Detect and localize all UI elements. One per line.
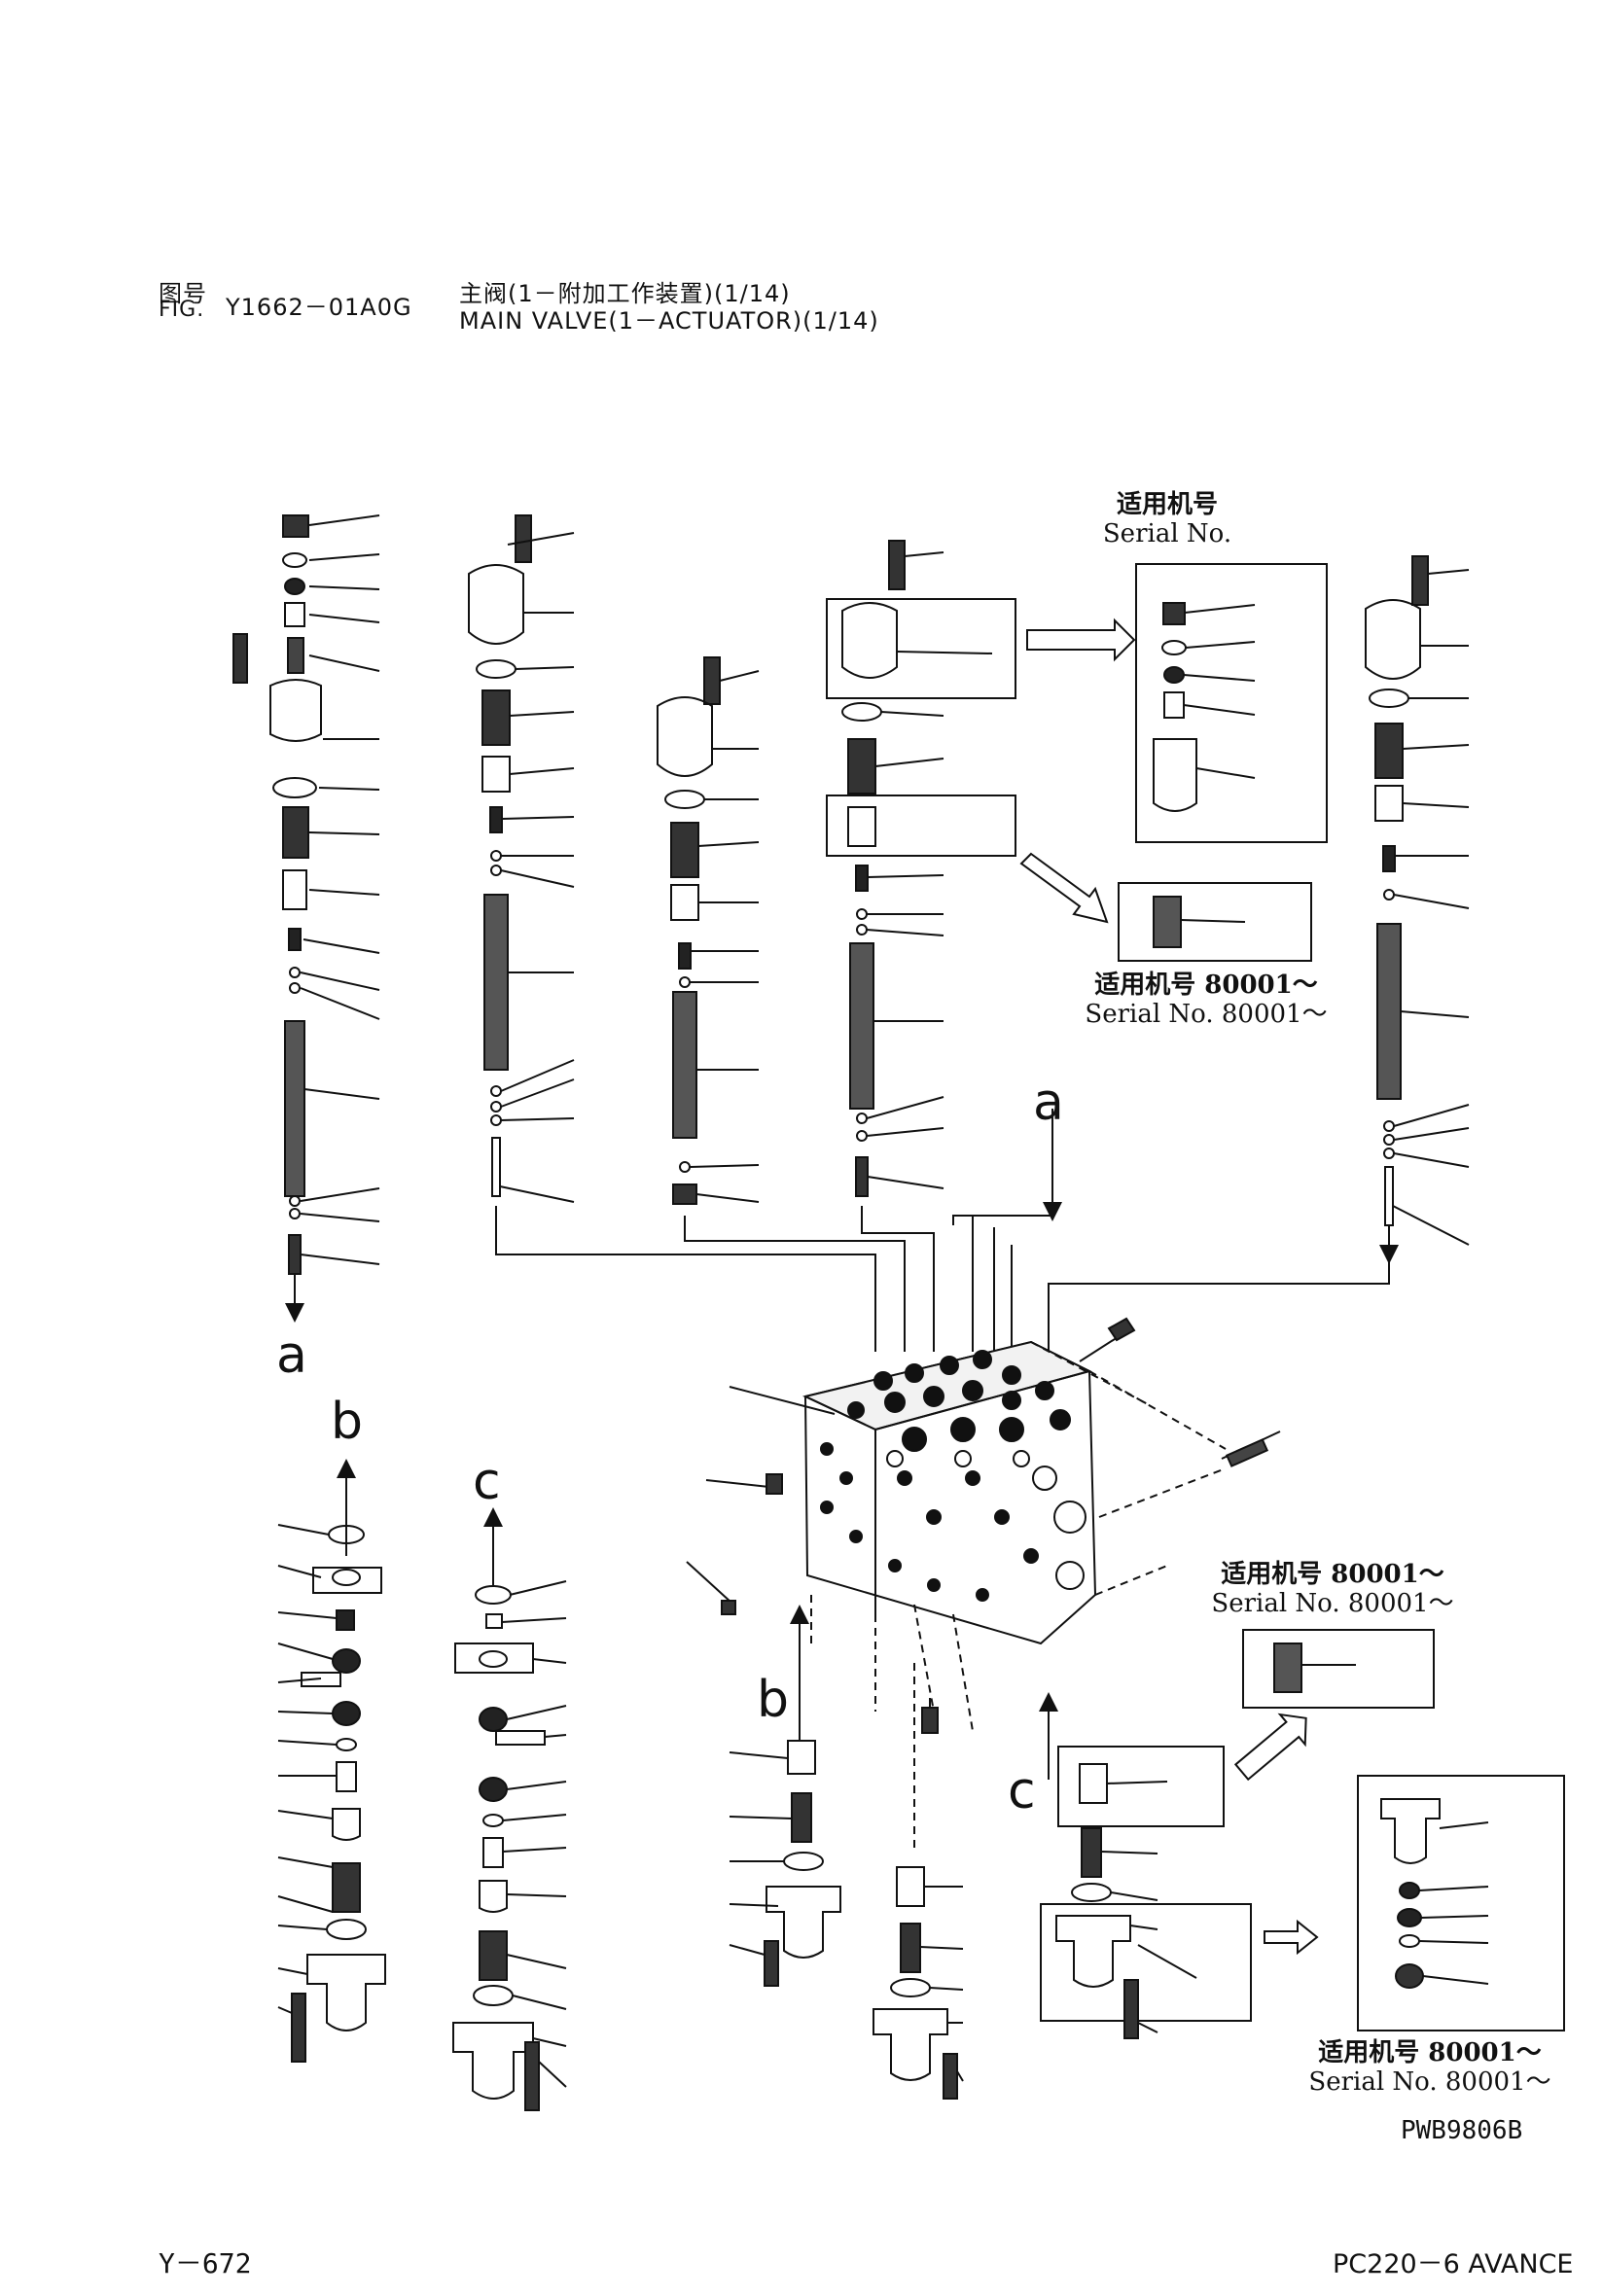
serial-note-mid-en: Serial No. 80001～	[1085, 1000, 1328, 1029]
spool-stack-c-left	[452, 1507, 567, 2111]
serial-note-bottom: 适用机号 80001～ Serial No. 80001～	[1294, 2038, 1566, 2097]
serial-note-top-cn: 适用机号	[1116, 490, 1218, 519]
fig-label-en: FIG.	[159, 298, 205, 322]
arrow-to-right-box	[1233, 1713, 1307, 1782]
pilot-lines	[495, 1109, 1390, 1410]
spool-stack-5	[1365, 555, 1470, 1264]
callout-box-right-parts	[1273, 1643, 1356, 1693]
fig-label-cn: 图号	[159, 280, 207, 307]
serial-note-top: 适用机号 Serial No.	[1080, 490, 1255, 548]
callout-box-bottom-parts	[1380, 1798, 1489, 1989]
page-number: Y－672	[159, 2247, 252, 2279]
callout-box-top	[1135, 563, 1328, 843]
spool-stack-b-center	[729, 1605, 841, 1987]
main-valve-block	[686, 1317, 1281, 1732]
title-cn: 主阀(1－附加工作装置)(1/14)	[459, 280, 791, 307]
connector-b-left: b	[331, 1393, 364, 1451]
callout-box-bottom	[1357, 1775, 1565, 2031]
callout-box-mid-parts	[1153, 896, 1246, 948]
callout-box-top-parts	[1153, 602, 1256, 812]
callout-box-mid	[1118, 882, 1312, 962]
connector-c-center: c	[1008, 1762, 1036, 1820]
serial-note-right-en: Serial No. 80001～	[1211, 1589, 1454, 1618]
callout-box-right	[1242, 1629, 1435, 1709]
serial-note-mid-cn: 适用机号 80001～	[1094, 971, 1318, 1000]
connector-a-top: a	[1033, 1074, 1064, 1132]
model-name: PC220－6 AVANCE	[1333, 2249, 1574, 2279]
spool-stack-c-center	[1039, 1692, 1252, 2039]
serial-note-right: 适用机号 80001～ Serial No. 80001～	[1196, 1560, 1469, 1618]
spool-stack-1	[232, 514, 380, 1323]
connector-c-left: c	[473, 1453, 501, 1511]
drawing-code: PWB9806B	[1401, 2116, 1523, 2145]
serial-note-mid: 适用机号 80001～ Serial No. 80001～	[1070, 971, 1342, 1029]
spool-stack-2	[468, 514, 575, 1203]
spool-stack-center-2	[873, 1663, 964, 2100]
fig-number: Y1662－01A0G	[226, 294, 412, 321]
serial-note-right-cn: 适用机号 80001～	[1221, 1560, 1444, 1589]
serial-note-bottom-cn: 适用机号 80001～	[1318, 2038, 1542, 2067]
title-en: MAIN VALVE(1－ACTUATOR)(1/14)	[459, 307, 879, 335]
spool-stack-b-left	[277, 1459, 386, 2063]
arrow-to-bottom-box	[1264, 1919, 1319, 1956]
serial-note-bottom-en: Serial No. 80001～	[1308, 2067, 1551, 2097]
connector-a-left: a	[276, 1326, 307, 1385]
connector-b-center: b	[757, 1671, 790, 1729]
spool-stack-4	[826, 540, 1136, 1197]
spool-stack-3	[657, 656, 760, 1205]
serial-note-top-en: Serial No.	[1102, 519, 1232, 548]
